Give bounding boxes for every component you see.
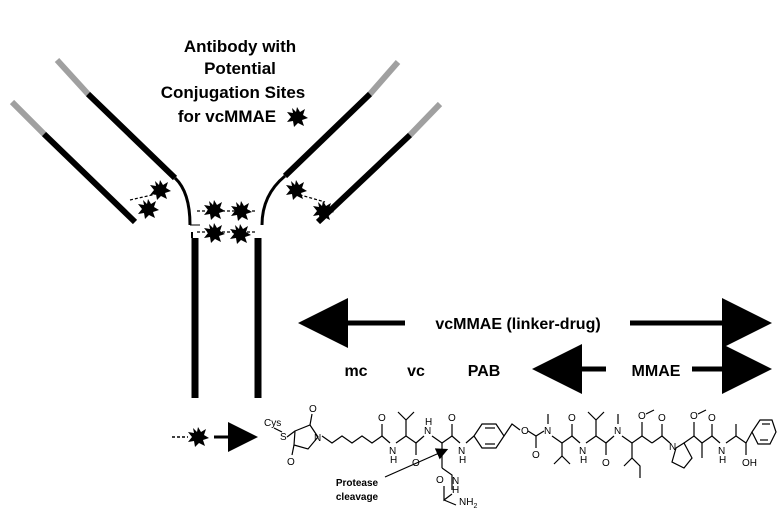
carbamate-n: N [544, 426, 551, 437]
amide-n3: N [458, 446, 465, 457]
carbonyl-o3: O [448, 413, 456, 424]
title-line-3: Conjugation Sites [161, 83, 306, 102]
methoxy-o1: O [638, 411, 646, 422]
drug-icon [138, 199, 159, 219]
maleimide-o1: O [309, 404, 317, 415]
urea-n: N [452, 476, 459, 487]
urea-o: O [436, 475, 444, 486]
vcmmae-structure: Cys S N O O O N H O N H N H O [264, 404, 777, 510]
fc-region [191, 232, 262, 398]
segment-mc: mc [344, 363, 367, 380]
hydroxyl-oh: OH [742, 458, 757, 469]
amide-h4: H [580, 455, 587, 466]
maleimide-n: N [314, 433, 321, 444]
protease-cleavage-annotation: Protease cleavage [336, 448, 449, 503]
drug-icon [204, 223, 225, 243]
conjugation-indicator [172, 422, 258, 452]
right-heavy-chain [260, 60, 401, 226]
urea-nh2: NH2 [459, 497, 477, 510]
amide-n2: N [424, 426, 431, 437]
methoxy-o2: O [690, 411, 698, 422]
linker-drug-span: vcMMAE (linker-drug) [298, 298, 772, 348]
right-light-chain [315, 101, 443, 225]
amide-n5: N [614, 426, 621, 437]
antibody [9, 57, 443, 398]
linker-drug-label: vcMMAE (linker-drug) [435, 316, 600, 333]
amide-n4: N [579, 446, 586, 457]
title-line-4: for vcMMAE [178, 107, 276, 126]
carbonyl-o4: O [568, 413, 576, 424]
amide-h6: H [719, 455, 726, 466]
cleavage-line-1: Protease [336, 478, 379, 489]
drug-icon [204, 200, 225, 220]
carbonyl-o6: O [658, 413, 666, 424]
amide-h1: H [390, 455, 397, 466]
drug-icon [230, 224, 251, 244]
pyrrolidine-n: N [669, 442, 676, 453]
drug-icon [188, 427, 209, 447]
drug-icon [286, 180, 307, 200]
conjugated-drugs [138, 180, 334, 244]
segment-pab: PAB [468, 363, 501, 380]
carbonyl-o5: O [602, 458, 610, 469]
left-light-chain [9, 99, 138, 225]
cys-label: Cys [264, 418, 281, 429]
drug-legend-icon [287, 107, 308, 127]
urea-h: H [452, 485, 459, 496]
left-heavy-chain [54, 57, 200, 226]
amide-n6: N [718, 446, 725, 457]
amide-n1: N [389, 446, 396, 457]
segment-labels: mc vc PAB MMAE [344, 344, 772, 394]
amide-h3: H [459, 455, 466, 466]
ester-o: O [521, 426, 529, 437]
amide-h2: H [425, 417, 432, 428]
title-line-1: Antibody with [184, 37, 296, 56]
carbonyl-o1: O [378, 413, 386, 424]
segment-mmae: MMAE [632, 363, 681, 380]
maleimide-o2: O [287, 457, 295, 468]
carbamate-o: O [532, 450, 540, 461]
sulfur-label: S [280, 432, 287, 443]
carbonyl-o7: O [708, 413, 716, 424]
hinge-disulfides [129, 191, 326, 233]
drug-icon [150, 180, 171, 200]
diagram-title: Antibody with Potential Conjugation Site… [161, 37, 308, 127]
cleavage-line-2: cleavage [336, 492, 379, 503]
segment-vc: vc [407, 363, 425, 380]
title-line-2: Potential [204, 59, 276, 78]
